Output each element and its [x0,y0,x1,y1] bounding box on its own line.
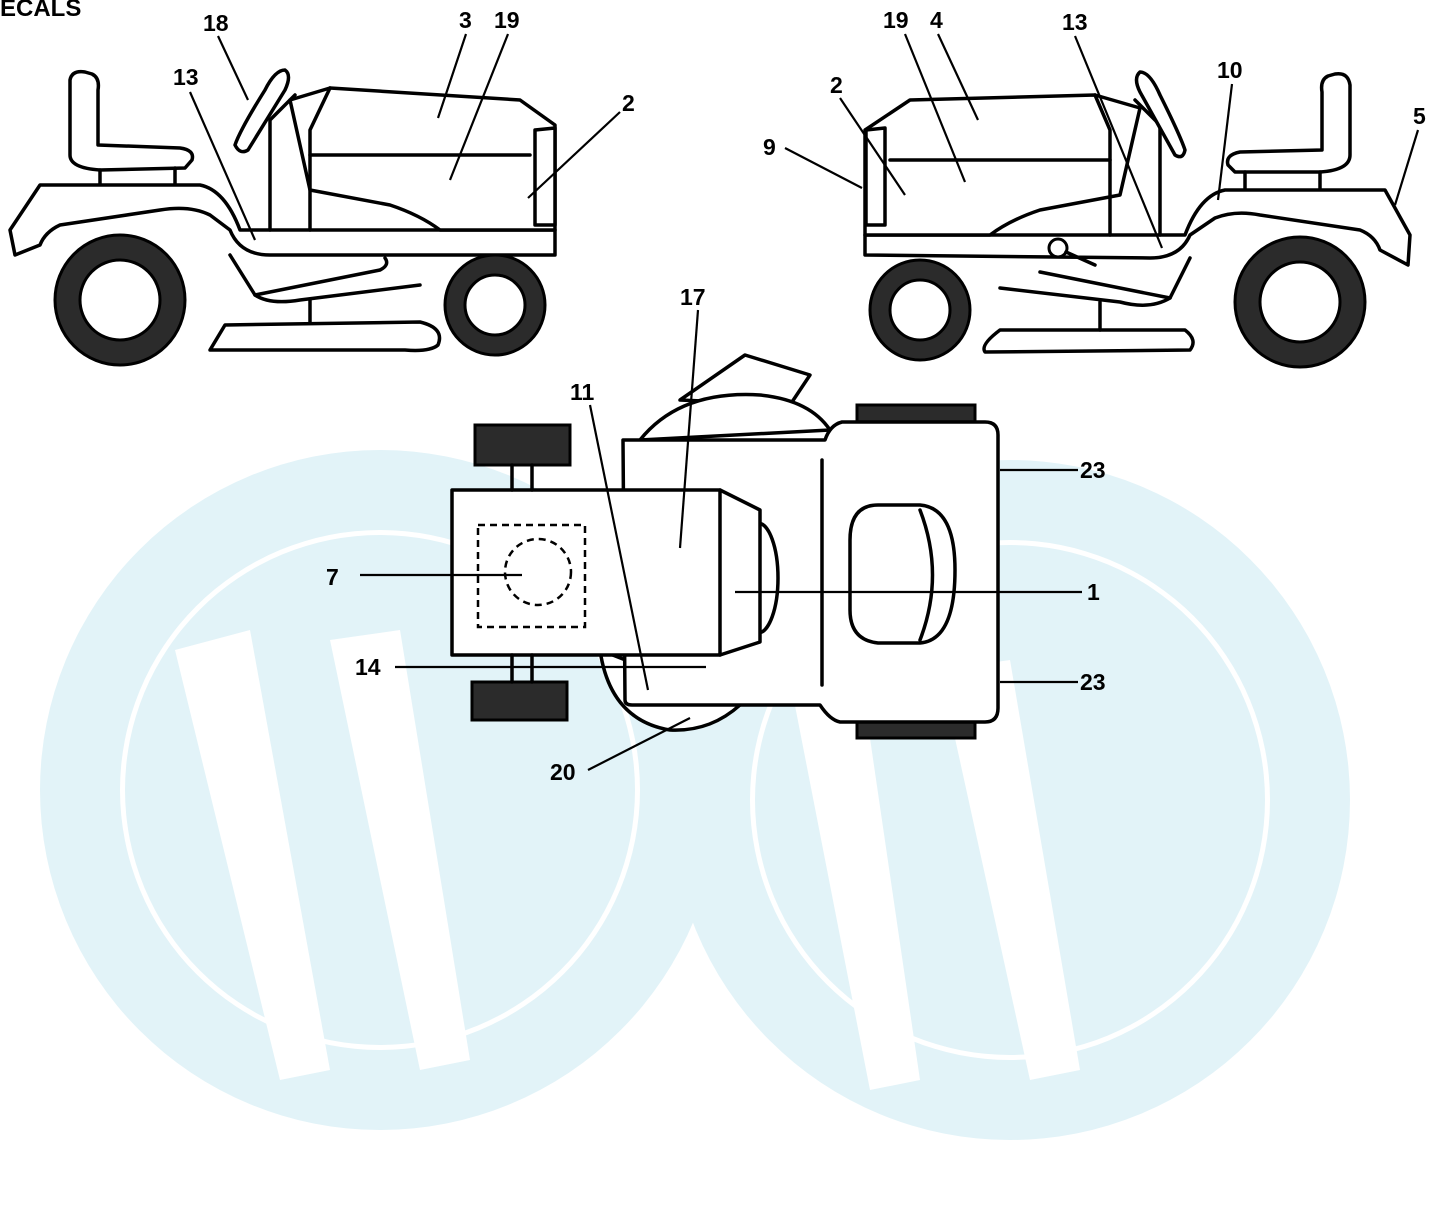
right-side-view [863,70,1412,369]
page-title: ECALS [0,0,81,22]
callout-3: 3 [459,7,472,33]
top-view [450,353,1000,740]
callout-14: 14 [355,654,381,680]
callout-2: 2 [622,90,635,116]
callout-23-bottom: 23 [1080,669,1106,695]
callout-7: 7 [326,564,339,590]
callout-10: 10 [1217,57,1243,83]
callout-5: 5 [1413,103,1426,129]
left-side-view [8,68,557,367]
callout-9: 9 [763,134,776,160]
callout-19-right: 19 [883,7,909,33]
callout-17: 17 [680,284,706,310]
top-view-callouts: 17 11 7 14 20 23 1 23 [326,284,1106,785]
callout-20: 20 [550,759,576,785]
callout-23-top: 23 [1080,457,1106,483]
callout-18: 18 [203,10,229,36]
right-view-callouts: 19 4 13 10 2 9 5 [763,7,1426,249]
callout-1: 1 [1087,579,1100,605]
callout-11: 11 [570,379,595,405]
callout-13: 13 [173,64,199,90]
callout-13-right: 13 [1062,9,1088,35]
callout-2-right: 2 [830,72,843,98]
watermark-logo [40,450,1350,1140]
callout-4: 4 [930,7,943,33]
callout-19: 19 [494,7,520,33]
left-view-callouts: 18 3 19 13 2 [173,7,635,241]
